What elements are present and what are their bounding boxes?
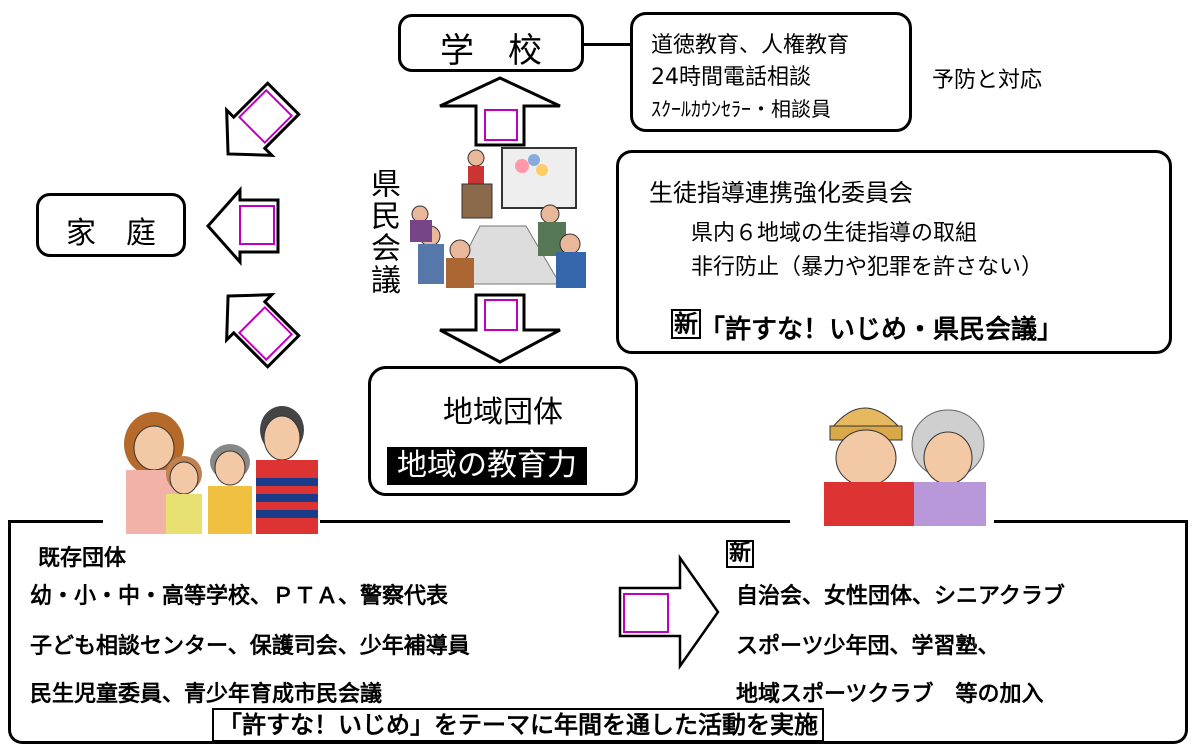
bottom-box-top-right-line bbox=[994, 520, 1188, 523]
elderly-couple-illustration-icon bbox=[824, 407, 986, 526]
community-highlight: 地域の教育力 bbox=[387, 447, 587, 485]
existing-line-2: 子ども相談センター、保護司会、少年補導員 bbox=[30, 634, 470, 659]
committee-new-title: 「許すな！いじめ・県民会議」 bbox=[699, 315, 1064, 345]
existing-line-1: 幼・小・中・高等学校、ＰＴＡ、警察代表 bbox=[30, 584, 449, 609]
new-line-3: 地域スポーツクラブ 等の加入 bbox=[736, 682, 1044, 707]
existing-line-3: 民生児童委員、青少年育成市民会議 bbox=[30, 682, 383, 707]
bottom-box bbox=[8, 520, 1188, 744]
existing-title: 既存団体 bbox=[38, 546, 127, 571]
committee-new-mark: 新 bbox=[671, 309, 701, 339]
new-line-1: 自治会、女性団体、シニアクラブ bbox=[736, 584, 1065, 609]
bottom-box-right-edge bbox=[1185, 520, 1188, 560]
family-box: 家 庭 bbox=[36, 193, 186, 257]
school-box: 学 校 bbox=[398, 14, 584, 72]
school-label: 学 校 bbox=[440, 31, 542, 71]
community-box: 地域団体 地域の教育力 bbox=[368, 366, 638, 496]
committee-title: 生徒指導連携強化委員会 bbox=[649, 179, 913, 207]
new-line-2: スポーツ少年団、学習塾、 bbox=[736, 634, 1000, 659]
committee-line-1: 県内６地域の生徒指導の取組 bbox=[691, 221, 978, 246]
school-item-1: 道徳教育、人権教育 bbox=[651, 33, 850, 58]
school-side-label: 予防と対応 bbox=[932, 68, 1043, 93]
diagonal-arrow-upper-icon bbox=[225, 81, 301, 157]
new-mark: 新 bbox=[726, 540, 755, 568]
community-label: 地域団体 bbox=[443, 395, 563, 430]
school-connector-line bbox=[584, 43, 630, 46]
family-label: 家 庭 bbox=[66, 216, 156, 251]
family-illustration-icon bbox=[124, 406, 318, 534]
right-arrow-icon bbox=[618, 554, 720, 670]
school-item-2: 24時間電話相談 bbox=[651, 65, 811, 90]
left-arrow-icon bbox=[205, 186, 280, 266]
down-arrow-icon bbox=[439, 293, 561, 364]
footer-banner: 「許すな！いじめ」をテーマに年間を通した活動を実施 bbox=[212, 708, 824, 742]
committee-box: 生徒指導連携強化委員会 県内６地域の生徒指導の取組 非行防止（暴力や犯罪を許さな… bbox=[616, 150, 1172, 354]
committee-line-2: 非行防止（暴力や犯罪を許さない） bbox=[691, 255, 1044, 280]
council-vertical-label: 県民会議 bbox=[365, 168, 400, 296]
bottom-box-top-left-line bbox=[8, 520, 103, 523]
meeting-illustration-icon bbox=[410, 147, 586, 288]
bottom-box-top-mid-line bbox=[320, 520, 790, 523]
diagonal-arrow-lower-icon bbox=[225, 293, 301, 369]
school-measures-box: 道徳教育、人権教育 24時間電話相談 ｽｸｰﾙｶｳﾝｾﾗｰ・相談員 bbox=[630, 12, 912, 132]
bottom-box-left-edge bbox=[8, 520, 11, 560]
up-arrow-icon bbox=[439, 76, 561, 147]
school-item-3: ｽｸｰﾙｶｳﾝｾﾗｰ・相談員 bbox=[651, 97, 831, 121]
